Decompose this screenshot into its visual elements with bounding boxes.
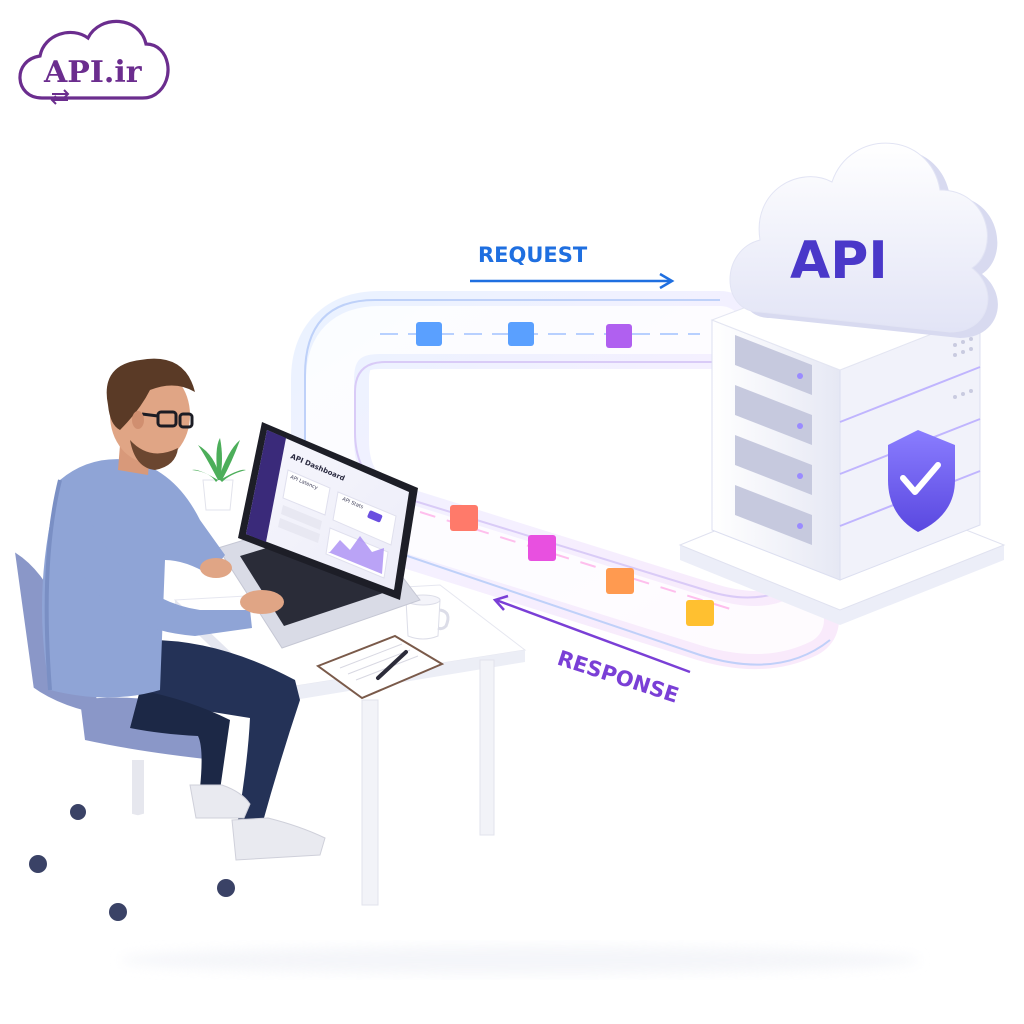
request-arrow-icon [470, 272, 675, 290]
dashboard-rows [278, 505, 322, 543]
response-packets [450, 505, 714, 626]
brand-text: API.ir [43, 55, 143, 90]
potted-plant [192, 438, 246, 511]
response-label: RESPONSE [554, 646, 681, 708]
desk [173, 584, 527, 906]
brand-logo[interactable]: API.ir [18, 19, 170, 105]
cloud-sync-icon [18, 19, 170, 100]
notebook [315, 634, 445, 700]
dashboard-chart [325, 527, 389, 579]
request-packets [416, 322, 632, 348]
packet [508, 322, 534, 346]
packet [686, 600, 714, 626]
developer-person [42, 358, 326, 861]
coffee-mug [405, 594, 450, 640]
response-arrow-icon [492, 594, 691, 674]
packet [606, 324, 632, 348]
shield-check-icon [888, 430, 955, 532]
packet [528, 535, 556, 561]
glasses-icon [141, 410, 194, 429]
cloud-label: API [790, 231, 888, 291]
request-label: REQUEST [478, 243, 588, 267]
packet [606, 568, 634, 594]
packet [450, 505, 478, 531]
pen-icon [376, 650, 408, 680]
api-cloud: API [729, 142, 998, 338]
sync-arrows-icon [50, 89, 70, 105]
packet [416, 322, 442, 346]
